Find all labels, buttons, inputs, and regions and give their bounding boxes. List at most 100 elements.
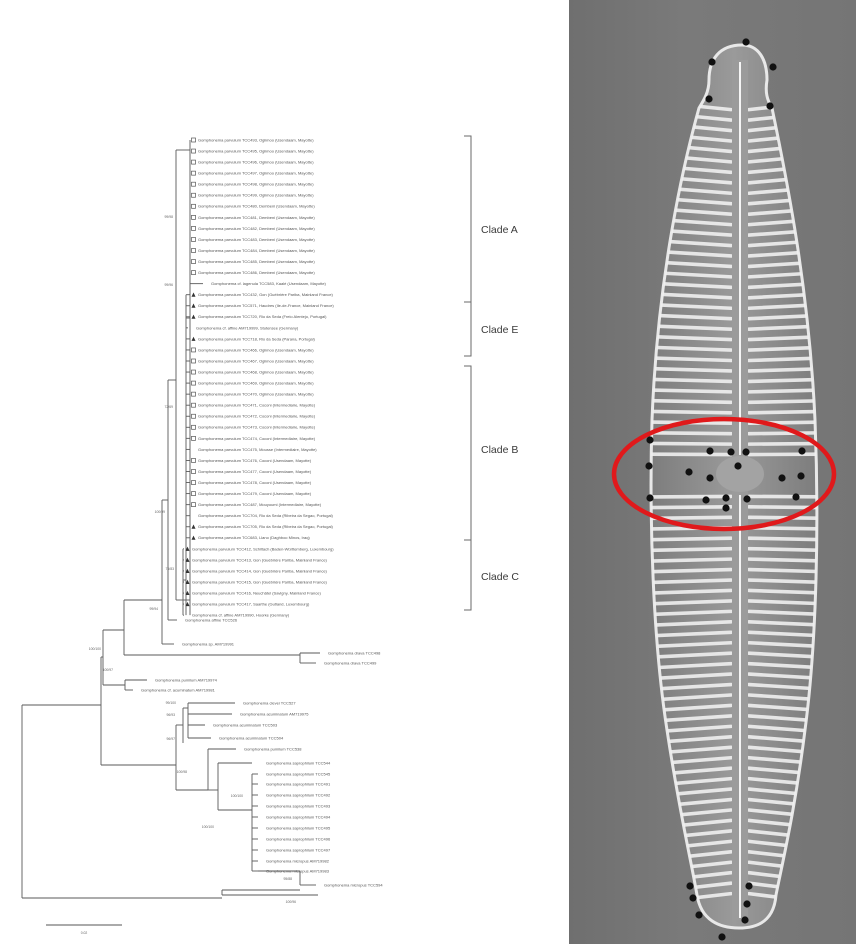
taxon-label: Gomphonema parvulum TCC718, Rio da Seda … [198, 336, 316, 341]
taxon-label: Gomphonema parvulum TCC476, Coconi (Usen… [198, 458, 312, 463]
stria-left [635, 379, 731, 381]
taxon-label: Gomphonema parvulum TCC480, Dembeni (Use… [198, 204, 315, 209]
landmark-point [708, 58, 715, 65]
bootstrap-label: 95/88 [284, 877, 293, 881]
open-square-marker [192, 425, 196, 429]
open-square-marker [192, 171, 196, 175]
taxon-label: Gomphonema parvulum TCC416, Neuchâtel (S… [192, 590, 321, 595]
bootstrap-label: 100/98 [177, 770, 187, 774]
bootstrap-label: 100/96 [286, 900, 296, 904]
taxon-label: Gomphonema saprophilum TCC545 [266, 771, 331, 776]
open-square-marker [192, 381, 196, 385]
open-square-marker [192, 226, 196, 230]
open-square-marker [192, 271, 196, 275]
taxon-label: Gomphonema parvulum TCC432, Gon (Guébriè… [198, 292, 334, 297]
stria-right [749, 379, 839, 381]
taxon-label: Gomphonema acuminatum AM719975 [240, 711, 309, 716]
clade-label: Clade B [481, 444, 518, 456]
taxon-label: Gomphonema parvulum TCC466, Ogiimoo (Use… [198, 347, 314, 352]
clade-label: Clade E [481, 324, 518, 336]
bootstrap-label: 99/100 [166, 701, 176, 705]
central-area [716, 456, 764, 492]
taxon-label: Gomphonema parvulum TCC472, Coconi (Inte… [198, 414, 316, 419]
taxon-label: Gomphonema parvulum TCC474, Coconi (Inte… [198, 436, 316, 441]
taxon-label: Gomphonema parvulum TCC487, Mouyoumi (In… [198, 502, 322, 507]
taxon-label: Gomphonema micropus AM719982 [266, 858, 330, 863]
taxon-label: Gomphonema micropus TCC594 [324, 882, 383, 887]
landmark-point [705, 95, 712, 102]
landmark-point [743, 900, 750, 907]
taxon-label: Gomphonema parvulum TCC496, Ogiimoo (Use… [198, 160, 314, 165]
open-square-marker [192, 470, 196, 474]
taxon-label: Gomphonema parvulum TCC486, Dembeni (Use… [198, 270, 315, 275]
bootstrap-label: 100/100 [89, 647, 101, 651]
landmark-point [706, 447, 713, 454]
taxon-label: Gomphonema saprophilum TCC544 [266, 760, 331, 765]
taxon-label: Gomphonema saprophilum TCC493 [266, 803, 331, 808]
landmark-point [685, 468, 692, 475]
taxon-label: Gomphonema parvulum TCC467, Ogiimoo (Use… [198, 358, 314, 363]
landmark-point [702, 496, 709, 503]
landmark-point [722, 504, 729, 511]
stria-right [749, 549, 839, 551]
stria-left [635, 570, 731, 573]
taxon-label: Gomphonema parvulum TCC720, Rio da Seda … [198, 314, 327, 319]
landmark-point [646, 494, 653, 501]
bootstrap-label: 96/93 [167, 713, 176, 717]
taxon-label: Gomphonema parvulum TCC481, Dembeni (Use… [198, 215, 315, 220]
diatom-micrograph [569, 0, 856, 944]
stria-right [749, 538, 839, 540]
filled-triangle-marker [192, 315, 196, 319]
taxon-label: Gomphonema sp. AM719991 [182, 641, 235, 646]
bootstrap-label: 100/100 [202, 825, 214, 829]
landmark-point [646, 436, 653, 443]
taxon-label: Gomphonema drava TCC498 [328, 650, 381, 655]
filled-triangle-marker [192, 337, 196, 341]
phylogenetic-tree: Gomphonema parvulum TCC493, Ogiimoo (Use… [0, 0, 560, 944]
landmark-point [745, 882, 752, 889]
stria-right [749, 559, 839, 561]
taxon-label: Gomphonema parvulum TCC704, Rio da Seda … [198, 513, 334, 518]
landmark-point [797, 472, 804, 479]
bootstrap-label: 72/69 [165, 405, 174, 409]
landmark-point [741, 916, 748, 923]
taxon-label: Gomphonema parvulum TCC470, Ogiimoo (Use… [198, 392, 314, 397]
taxon-label: Gomphonema acuminatum TCC504 [219, 735, 284, 740]
open-square-marker [192, 414, 196, 418]
open-square-marker [192, 204, 196, 208]
clade-bracket [464, 366, 471, 540]
landmark-point [792, 493, 799, 500]
micrograph-canvas [569, 0, 856, 944]
taxon-label: Gomphonema parvulum TCC497, Ogiimoo (Use… [198, 171, 314, 176]
filled-triangle-marker [192, 525, 196, 529]
open-square-marker [192, 503, 196, 507]
clade-label: Clade A [481, 224, 518, 236]
landmark-point [778, 474, 785, 481]
taxon-label: Gomphonema parvulum TCC475, Mousse (Inte… [198, 447, 317, 452]
taxon-label: Gomphonema parvulum TCC468, Ogiimoo (Use… [198, 369, 314, 374]
open-square-marker [192, 237, 196, 241]
taxon-label: Gomphonema saprophilum TCC497 [266, 847, 331, 852]
taxon-label: Gomphonema parvulum TCC471, Coconi (Inte… [198, 403, 316, 408]
bootstrap-label: 99/98 [165, 215, 174, 219]
scale-bar: 0.02 [46, 925, 122, 935]
landmark-point [706, 474, 713, 481]
bootstrap-label: 100/97 [103, 668, 113, 672]
taxon-label: Gomphonema parvulum TCC477, Coconi (Usen… [198, 469, 312, 474]
stria-left [635, 411, 731, 413]
taxon-label: Gomphonema affine TCC526 [185, 617, 238, 622]
bootstrap-label: 100/99 [155, 510, 165, 514]
stria-right [749, 390, 839, 392]
taxon-label: Gomphonema saprophilum TCC491 [266, 781, 331, 786]
open-square-marker [192, 193, 196, 197]
landmark-point [742, 38, 749, 45]
taxon-label: Gomphonema parvulum TCC484, Dembeni (Use… [198, 248, 315, 253]
bootstrap-label: 96/97 [167, 737, 176, 741]
landmark-point [718, 933, 725, 940]
bootstrap-label: 100/100 [231, 794, 243, 798]
open-square-marker [192, 436, 196, 440]
tree-canvas: Gomphonema parvulum TCC493, Ogiimoo (Use… [0, 0, 560, 944]
stria-left [635, 559, 731, 561]
taxon-label: Gomphonema parvulum TCC412, Schiltach (B… [192, 546, 334, 551]
